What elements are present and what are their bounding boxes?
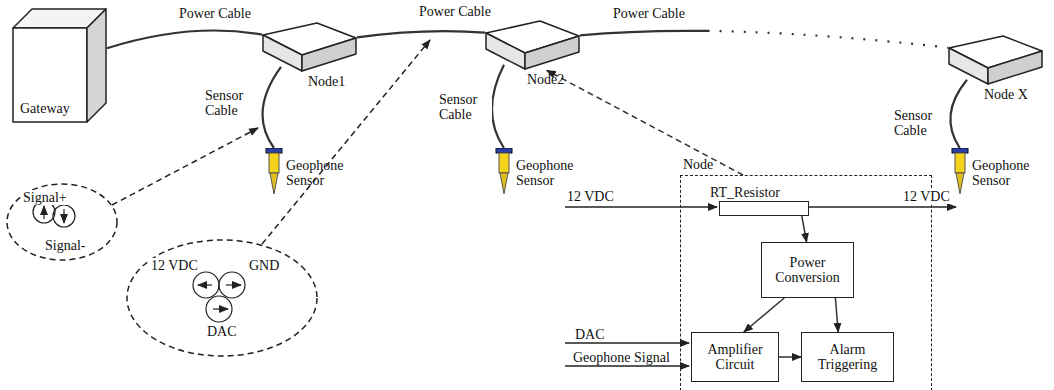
process-box: RT_Resistor bbox=[719, 201, 809, 216]
cable bbox=[357, 31, 485, 37]
power-cable-callout bbox=[127, 40, 430, 356]
node-label: Node bbox=[683, 157, 713, 172]
arrow-connector bbox=[744, 298, 784, 332]
node-detail-region: NodeRT_ResistorPower ConversionAmplifier… bbox=[680, 175, 932, 390]
node-label: Geophone Sensor bbox=[972, 158, 1034, 189]
node-label: Amplifier Circuit bbox=[692, 342, 778, 373]
node-label: Power Conversion bbox=[762, 255, 853, 286]
geophone-sensor: Geophone Sensor bbox=[262, 148, 347, 198]
cable-label: Sensor Cable bbox=[893, 108, 947, 139]
process-box: Amplifier Circuit bbox=[691, 332, 779, 382]
node-label: Node1 bbox=[308, 74, 345, 89]
cable-label: Power Cable bbox=[418, 4, 492, 19]
arrow-connector bbox=[779, 356, 801, 358]
arrow-connector bbox=[835, 298, 838, 332]
node-label: Node X bbox=[984, 87, 1028, 102]
cable-label: Power Cable bbox=[178, 6, 252, 21]
signal-label: 12 VDC bbox=[150, 258, 199, 273]
signal-label: DAC bbox=[206, 324, 238, 339]
cable-label: Sensor Cable bbox=[438, 92, 492, 123]
node-label: Alarm Triggering bbox=[802, 342, 893, 373]
cable bbox=[107, 31, 262, 49]
device-box: Node2 bbox=[485, 20, 580, 90]
geophone-sensor: Geophone Sensor bbox=[492, 148, 577, 198]
signal-label: GND bbox=[248, 258, 280, 273]
device-box: Node X bbox=[948, 35, 1043, 105]
process-box: Alarm Triggering bbox=[801, 332, 894, 382]
process-box: Power Conversion bbox=[761, 242, 854, 298]
node-label: RT_Resistor bbox=[710, 185, 780, 200]
device-box: Node1 bbox=[262, 22, 357, 92]
geophone-sensor: Geophone Sensor bbox=[948, 148, 1038, 198]
node-label: Geophone Sensor bbox=[286, 158, 348, 189]
signal-label: 12 VDC bbox=[566, 189, 615, 204]
arrow-connector bbox=[802, 216, 807, 242]
node-label: Geophone Sensor bbox=[516, 158, 578, 189]
signal-label: 12 VDC bbox=[902, 189, 951, 204]
signal-label: Signal+ bbox=[22, 190, 68, 205]
signal-label: Geophone Signal bbox=[572, 350, 671, 365]
cable-label: Sensor Cable bbox=[204, 88, 258, 119]
arrow-connector bbox=[547, 70, 743, 175]
device-box: Gateway bbox=[12, 8, 107, 123]
cable bbox=[263, 67, 281, 148]
signal-label: DAC bbox=[574, 327, 606, 342]
cable bbox=[950, 80, 967, 148]
cable-label: Power Cable bbox=[612, 6, 686, 21]
cable bbox=[580, 31, 948, 48]
node-label: Gateway bbox=[20, 101, 70, 116]
cable bbox=[492, 65, 504, 148]
signal-label: Signal- bbox=[44, 238, 86, 253]
node-label: Node2 bbox=[527, 72, 564, 87]
